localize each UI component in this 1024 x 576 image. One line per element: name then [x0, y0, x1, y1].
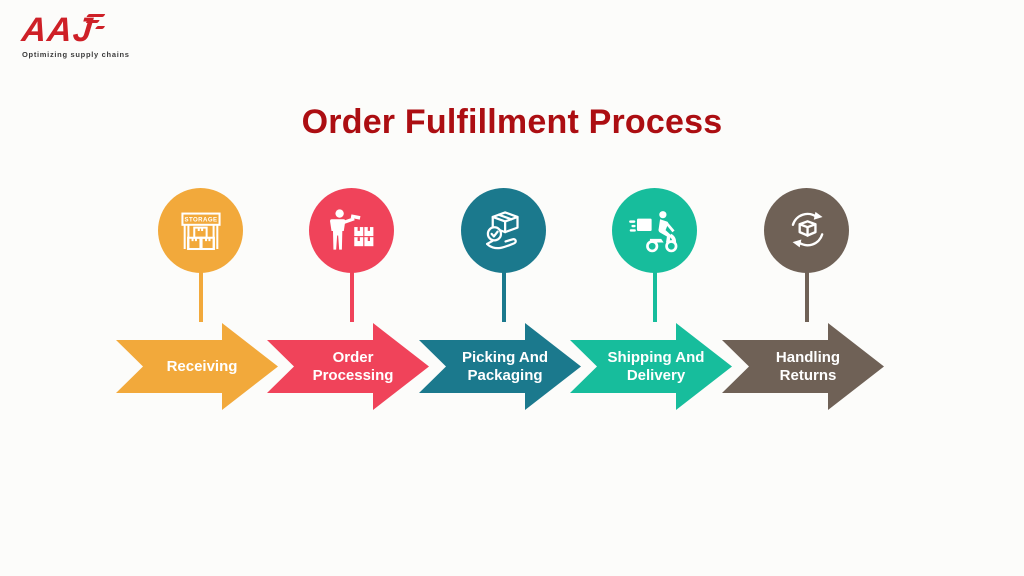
step-order-processing: Order Processing [267, 188, 429, 410]
worker-packing-boxes-icon [329, 208, 373, 250]
logo-tagline: Optimizing supply chains [22, 50, 130, 59]
order-processing-label: Order Processing [312, 348, 394, 384]
warehouse-storage-icon: STORAGE [180, 212, 221, 250]
receiving-label: Receiving [166, 357, 238, 375]
logo-wordmark: AAJ [20, 11, 106, 49]
aaj-logo: AAJ Optimizing supply chains [20, 11, 130, 59]
hand-holding-box-check-icon [485, 210, 519, 249]
receiving-stem [199, 272, 203, 322]
handling-returns-stem [805, 272, 809, 322]
shipping-delivery-label: Shipping And Delivery [607, 348, 705, 384]
picking-packaging-circle [461, 188, 546, 273]
receiving-circle: STORAGE [158, 188, 243, 273]
picking-packaging-stem [502, 272, 506, 322]
handling-returns-label: Handling Returns [775, 348, 841, 384]
step-picking-packaging: Picking And Packaging [419, 188, 581, 410]
logo-text: AAJ [20, 11, 96, 49]
receiving-arrow: Receiving [116, 323, 278, 410]
handling-returns-circle [764, 188, 849, 273]
returns-cycle-box-icon [791, 211, 823, 247]
step-shipping-delivery: Shipping And Delivery [570, 188, 732, 410]
page-title: Order Fulfillment Process [301, 103, 723, 141]
shipping-delivery-stem [653, 272, 657, 322]
storage-sign-text: STORAGE [184, 217, 217, 223]
delivery-scooter-icon [628, 210, 677, 252]
picking-packaging-arrow: Picking And Packaging [419, 323, 581, 410]
order-processing-arrow: Order Processing [267, 323, 429, 410]
shipping-delivery-arrow: Shipping And Delivery [570, 323, 732, 410]
step-receiving: STORAGE Receiving [116, 188, 278, 410]
order-processing-stem [350, 272, 354, 322]
picking-packaging-label: Picking And Packaging [461, 348, 549, 384]
step-handling-returns: Handling Returns [722, 188, 884, 410]
handling-returns-arrow: Handling Returns [722, 323, 884, 410]
order-processing-circle [309, 188, 394, 273]
shipping-delivery-circle [612, 188, 697, 273]
